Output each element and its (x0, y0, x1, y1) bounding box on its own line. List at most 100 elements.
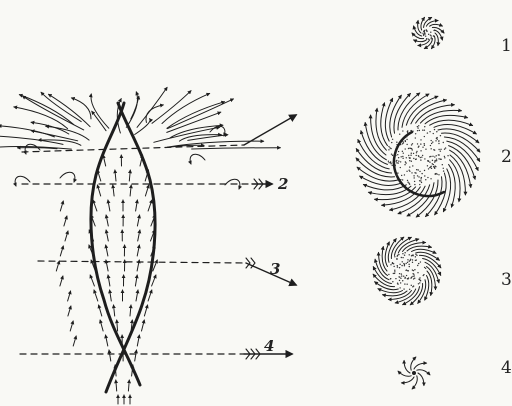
flow-arrow (70, 321, 73, 331)
section-number-2: 2 (501, 147, 512, 167)
stipple-dot (447, 155, 448, 156)
stipple-dot (390, 264, 391, 265)
stipple-dot (435, 166, 436, 167)
stipple-dot (444, 149, 445, 150)
stipple-dot (416, 155, 417, 156)
stipple-dot (434, 129, 435, 130)
stipple-dot (412, 149, 413, 150)
flow-arrow (93, 200, 97, 211)
swirl-arrow (425, 115, 467, 123)
stipple-dot (392, 263, 393, 264)
flow-arrow (135, 275, 137, 286)
stipple-dot (424, 136, 425, 137)
splash-arrow (192, 148, 281, 149)
stipple-dot (434, 160, 435, 161)
flow-arrow (99, 305, 102, 316)
stipple-dot (428, 39, 429, 40)
swirl-arrow (450, 150, 471, 187)
crescent-edge (394, 132, 444, 196)
stipple-dot (396, 160, 397, 161)
stipple-dot (396, 258, 397, 259)
stipple-dot (412, 165, 413, 166)
stipple-dot (412, 262, 413, 263)
stipple-dot (412, 259, 413, 260)
stipple-dot (413, 175, 414, 176)
stipple-dot (421, 156, 422, 157)
stipple-dot (428, 168, 429, 169)
stipple-dot (402, 261, 403, 262)
flow-arrow (65, 231, 68, 241)
vortex-core (412, 371, 416, 375)
stipple-dot (434, 161, 435, 162)
stipple-dot (405, 148, 406, 149)
spindle-left-boundary (91, 103, 140, 385)
stipple-dot (417, 126, 418, 127)
stipple-dot (432, 160, 433, 161)
flow-arrow (97, 185, 100, 196)
stipple-dot (430, 178, 431, 179)
stipple-dot (428, 34, 429, 35)
stipple-dot (401, 156, 402, 157)
swirl-arrow (418, 373, 424, 386)
stipple-dot (392, 281, 393, 282)
stipple-dot (405, 161, 406, 162)
splash-arrow (146, 105, 163, 123)
stipple-dot (420, 159, 421, 160)
stipple-dot (430, 148, 431, 149)
stipple-dot (438, 149, 439, 150)
stipple-dot (413, 153, 414, 154)
swirl-arrow (414, 40, 427, 42)
stipple-dot (436, 158, 437, 159)
splash-arrow (92, 111, 106, 130)
stipple-dot (421, 177, 422, 178)
stipple-dot (406, 171, 407, 172)
stipple-dot (388, 161, 389, 162)
stipple-dot (424, 158, 425, 159)
stipple-dot (390, 161, 391, 162)
stipple-dot (411, 172, 412, 173)
stipple-dot (415, 159, 416, 160)
swirl-arrow (404, 361, 410, 374)
stipple-dot (401, 275, 402, 276)
stipple-dot (409, 289, 410, 290)
flow-arrow (97, 170, 100, 181)
stipple-dot (404, 278, 405, 279)
stipple-dot (400, 278, 401, 279)
stipple-dot (419, 277, 420, 278)
stipple-dot (398, 160, 399, 161)
stipple-dot (408, 170, 409, 171)
flow-arrow (110, 290, 112, 301)
stipple-dot (389, 147, 390, 148)
curl-arrow (25, 144, 40, 154)
stipple-dot (421, 173, 422, 174)
stipple-dot (409, 158, 410, 159)
stipple-dot (408, 277, 409, 278)
stipple-dot (433, 133, 434, 134)
stipple-dot (393, 263, 394, 264)
stipple-dot (415, 256, 416, 257)
stipple-dot (417, 143, 418, 144)
stipple-dot (404, 255, 405, 256)
stipple-dot (402, 257, 403, 258)
stipple-dot (404, 264, 405, 265)
stipple-dot (414, 184, 415, 185)
stipple-dot (403, 142, 404, 143)
flow-arrow (106, 215, 108, 226)
stipple-dot (411, 144, 412, 145)
stipple-dot (438, 158, 439, 159)
splash-arrow (179, 135, 221, 141)
stipple-dot (440, 149, 441, 150)
stipple-dot (406, 157, 407, 158)
stipple-dot (412, 143, 413, 144)
cut-label-2: 2 (277, 175, 288, 193)
stipple-dot (417, 175, 418, 176)
swirl-arrow (421, 17, 425, 30)
stipple-dot (424, 31, 425, 32)
stipple-dot (430, 140, 431, 141)
cut-label-4: 4 (264, 337, 274, 355)
stipple-dot (396, 151, 397, 152)
stipple-dot (402, 179, 403, 180)
spindle-right-boundary (106, 103, 155, 392)
stipple-dot (430, 145, 431, 146)
stipple-dot (414, 181, 415, 182)
